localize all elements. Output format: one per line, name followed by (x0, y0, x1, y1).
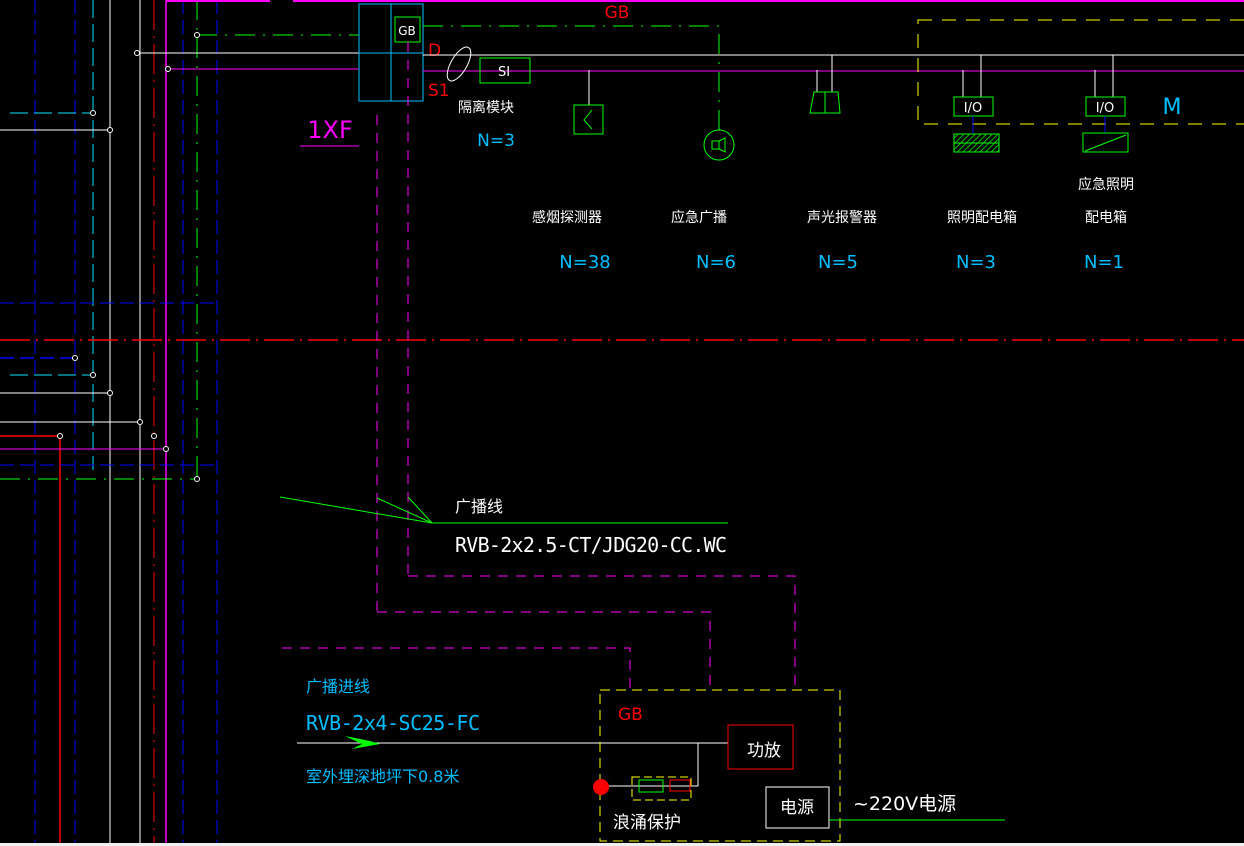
speaker-icon (703, 129, 735, 161)
device-emergency-broadcast: 应急广播 N=6 (671, 129, 736, 273)
isolation-module: SI 隔离模块 N=3 (446, 46, 531, 151)
device-name: 感烟探测器 (532, 209, 602, 226)
device-alarm: 声光报警器 N=5 (807, 55, 877, 273)
panel-id: 1XF (307, 116, 353, 144)
ground-point-icon (593, 779, 609, 795)
device-emergency-lighting-box: I/O 应急照明 配电箱 N=1 (1078, 55, 1134, 273)
module-zone-label: M (1163, 95, 1182, 120)
device-name: 声光报警器 (807, 210, 877, 226)
emergency-box-icon (1082, 132, 1129, 153)
underground-arrow-icon (345, 736, 380, 749)
isolation-name: 隔离模块 (458, 99, 514, 116)
isolator-ellipse-icon (446, 46, 472, 82)
bus-lines (282, 25, 1244, 690)
gb-line-label: GB (605, 3, 630, 23)
alarm-icon (809, 91, 841, 114)
panel-1xf: GB 1XF D S1 GB (300, 3, 630, 147)
amplifier-box (727, 724, 794, 770)
surge-fuse-icon (638, 779, 664, 793)
amplifier-label: 功放 (747, 741, 781, 761)
device-name: 照明配电箱 (947, 210, 1017, 226)
device-name: 应急广播 (671, 209, 727, 226)
cabinet-label: GB (618, 705, 643, 725)
broadcast-line-spec: RVB-2x2.5-CT/JDG20-CC.WC (455, 533, 727, 557)
power-box (765, 786, 830, 829)
gb-cabinet: GB 功放 浪涌保护 电源 ~220V电源 (593, 689, 1005, 842)
surge-label: 浪涌保护 (613, 813, 681, 833)
s1-label: S1 (428, 81, 450, 101)
broadcast-line (279, 496, 728, 524)
device-lighting-box: I/O 照明配电箱 N=3 (947, 55, 1017, 273)
incoming-line-spec: RVB-2x4-SC25-FC (306, 711, 480, 735)
gb-module-label: GB (398, 24, 416, 38)
d-label: D (428, 41, 441, 61)
incoming-line-note: 室外埋深地坪下0.8米 (306, 767, 459, 786)
incoming-line-title: 广播进线 (306, 677, 370, 696)
module-zone (917, 19, 1244, 125)
broadcast-line-title: 广播线 (455, 497, 503, 516)
smoke-detector-icon (573, 104, 604, 135)
bottom-edge (0, 843, 1244, 846)
device-name-line2: 配电箱 (1085, 210, 1127, 226)
device-count: N=5 (818, 252, 858, 273)
surge-protector-box (631, 776, 692, 801)
isolation-count: N=3 (477, 131, 515, 151)
device-count: N=3 (956, 252, 996, 273)
power-label: 电源 (780, 798, 814, 818)
device-smoke-detector: 感烟探测器 N=38 (532, 70, 611, 273)
io-label: I/O (964, 101, 982, 116)
supply-label: ~220V电源 (853, 793, 956, 815)
device-count: N=6 (696, 252, 736, 273)
device-name-line1: 应急照明 (1078, 176, 1134, 193)
isolation-box-label: SI (498, 65, 510, 80)
device-count: N=38 (559, 252, 610, 273)
device-count: N=1 (1084, 252, 1124, 273)
io-label: I/O (1096, 101, 1114, 116)
